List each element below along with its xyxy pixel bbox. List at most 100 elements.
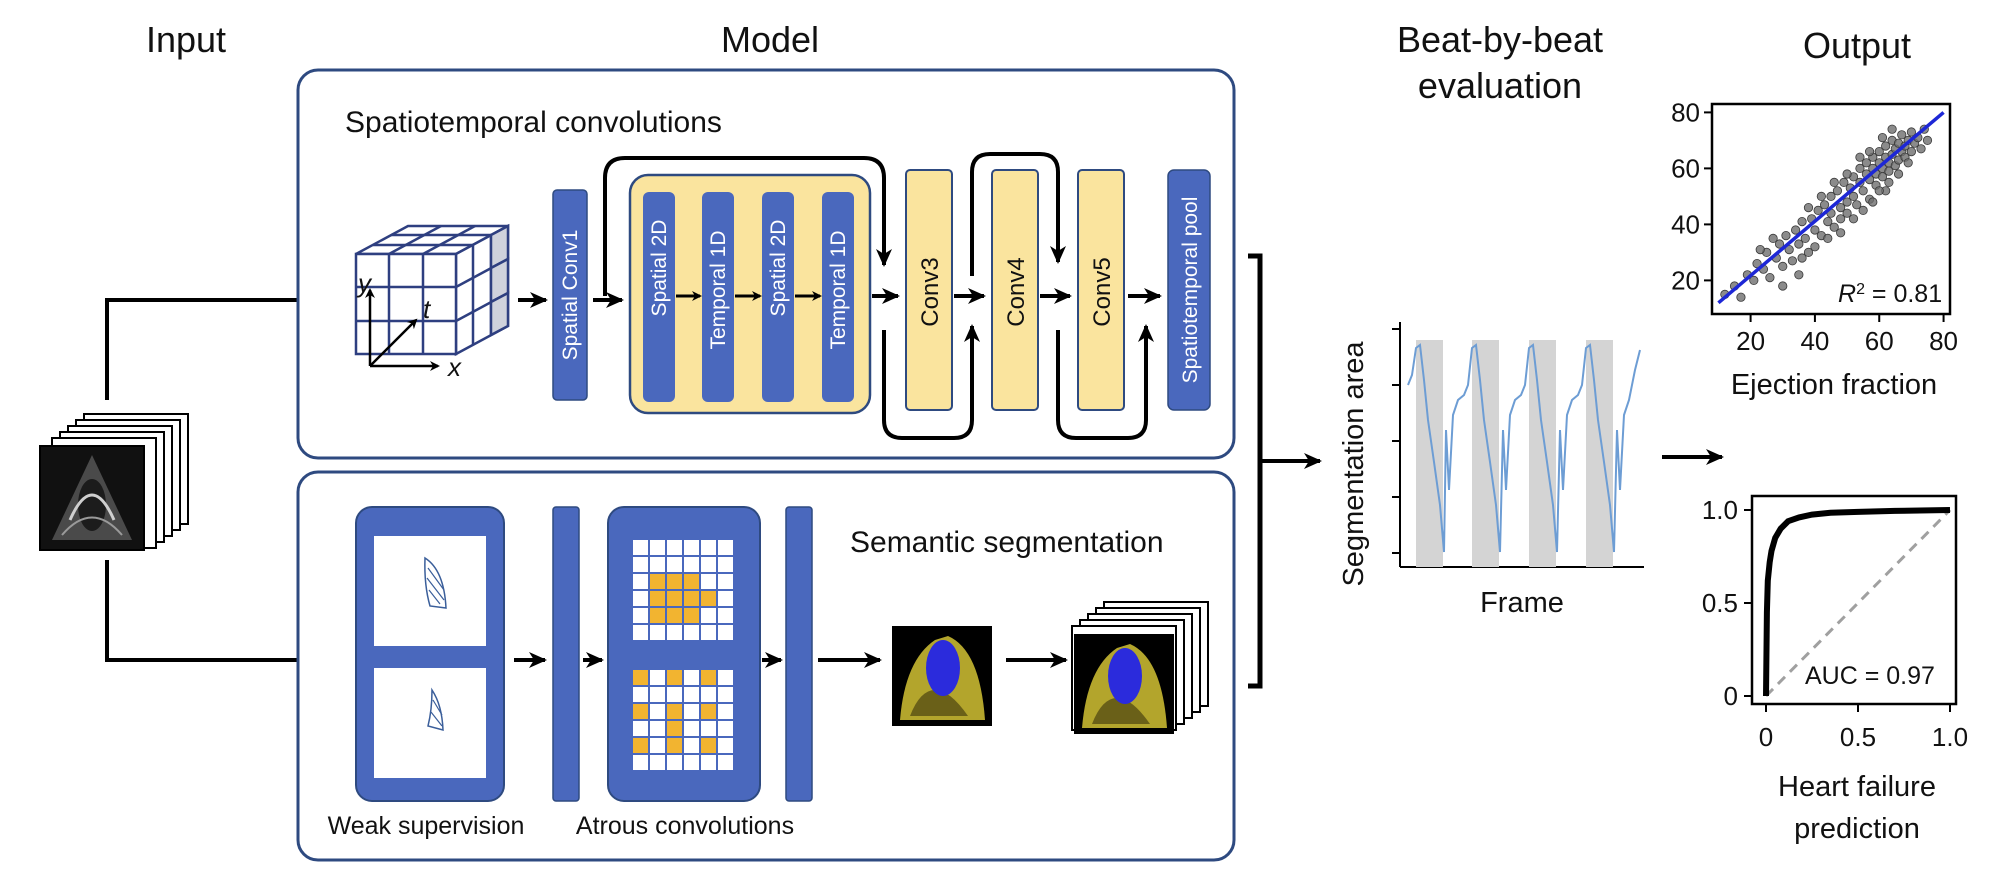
roc-curve (1763, 507, 1951, 697)
ef-point (1794, 239, 1804, 249)
ef-point (1752, 258, 1762, 269)
atrous-cell (650, 608, 665, 623)
temporal-1d-b-label: Temporal 1D (827, 230, 850, 349)
weak-supervision-label: Weak supervision (328, 812, 525, 840)
spatiotemporal-title: Spatiotemporal convolutions (345, 106, 722, 139)
ef-point (1829, 222, 1839, 232)
atrous-cell (684, 704, 699, 719)
atrous-cell (633, 557, 648, 572)
atrous-cell (701, 687, 716, 702)
ef-point (1823, 217, 1833, 227)
spatial-conv1-block (552, 189, 588, 401)
atrous-cell (667, 704, 682, 719)
ef-x-tick-label: 60 (1865, 326, 1894, 356)
atrous-cell (684, 591, 699, 606)
ef-point (1810, 242, 1820, 252)
ef-point (1832, 186, 1843, 196)
ef-r2-superscript: 2 (1856, 281, 1865, 298)
atrous-cell (701, 540, 716, 555)
spatiotemporal-pool-block (1167, 169, 1211, 411)
atrous-cell (718, 608, 733, 623)
atrous-cell (718, 755, 733, 770)
ef-point (1848, 214, 1859, 224)
segmented-stack-image (1071, 601, 1209, 734)
atrous-cell (684, 721, 699, 736)
atrous-cell (684, 755, 699, 770)
ef-point (1829, 177, 1839, 187)
atrous-cell (667, 608, 682, 623)
ef-point (1842, 169, 1852, 179)
ef-point (1852, 200, 1862, 210)
input-echo-stack (39, 413, 189, 551)
atrous-cell (633, 687, 648, 702)
roc-xlabel-line2: prediction (1794, 813, 1920, 845)
atrous-cell (718, 670, 733, 685)
roc-x-tick-label: 1.0 (1932, 722, 1968, 752)
atrous-cell (650, 670, 665, 685)
temporal-1d-a-block (702, 192, 734, 402)
atrous-cell (701, 574, 716, 589)
merge-bracket (1248, 253, 1263, 689)
ef-point (1755, 245, 1765, 255)
seg-area-ylabel: Segmentation area (1338, 341, 1370, 587)
atrous-cell (633, 591, 648, 606)
atrous-cell (701, 738, 716, 753)
conv4-label: Conv4 (1003, 257, 1030, 326)
atrous-cell (633, 721, 648, 736)
atrous-cell (633, 574, 648, 589)
systole-band-3 (1529, 340, 1556, 567)
ef-point (1893, 169, 1904, 179)
ef-point (1916, 144, 1926, 154)
atrous-cell (667, 591, 682, 606)
conv3-block (905, 169, 953, 411)
seg-decoder-block (785, 506, 813, 802)
seg-area-xlabel: Frame (1480, 587, 1564, 619)
atrous-cell (718, 540, 733, 555)
ef-y-tick-label: 40 (1671, 209, 1700, 239)
atrous-cell (684, 670, 699, 685)
ef-point (1881, 141, 1891, 151)
ef-point (1868, 197, 1878, 207)
ef-point (1774, 239, 1785, 249)
spatiotemporal-cube-icon (354, 223, 510, 357)
ef-r2-symbol: R (1838, 280, 1856, 308)
atrous-cell (633, 738, 648, 753)
ef-point (1765, 272, 1775, 283)
segmentation-trace (1407, 343, 1641, 553)
spatial-2d-a-block (643, 192, 675, 402)
ef-point (1797, 217, 1807, 227)
ef-point (1836, 214, 1846, 224)
roc-chance-line (1764, 508, 1952, 698)
atrous-cell (718, 591, 733, 606)
ef-x-tick-label: 80 (1929, 326, 1958, 356)
tracing-2-icon (427, 687, 444, 731)
ef-point (1778, 281, 1788, 291)
skip-connection-1 (603, 156, 892, 296)
roc-y-tick-label: 1.0 (1702, 495, 1738, 525)
ef-point (1858, 186, 1868, 196)
header-model: Model (721, 19, 819, 60)
residual-2plus1d-group (628, 173, 872, 415)
ef-point (1800, 233, 1810, 243)
roc-y-tick-label: 0 (1724, 681, 1738, 711)
spatial-2d-b-block (762, 192, 794, 402)
atrous-cell (701, 557, 716, 572)
atrous-cell (684, 608, 699, 623)
conv3-label: Conv3 (917, 257, 944, 326)
atrous-cell (650, 540, 665, 555)
atrous-cell (650, 721, 665, 736)
atrous-cell (718, 687, 733, 702)
atrous-cell (650, 574, 665, 589)
atrous-cell (633, 755, 648, 770)
segmentation-area-plot (1392, 322, 1644, 568)
weak-frame-2 (374, 668, 486, 778)
header-input: Input (146, 19, 226, 60)
atrous-cell (667, 625, 682, 640)
ef-point (1858, 205, 1868, 215)
ef-point (1736, 292, 1746, 302)
atrous-cell (684, 738, 699, 753)
temporal-1d-a-label: Temporal 1D (707, 230, 730, 349)
segmentation-title: Semantic segmentation (850, 526, 1164, 559)
